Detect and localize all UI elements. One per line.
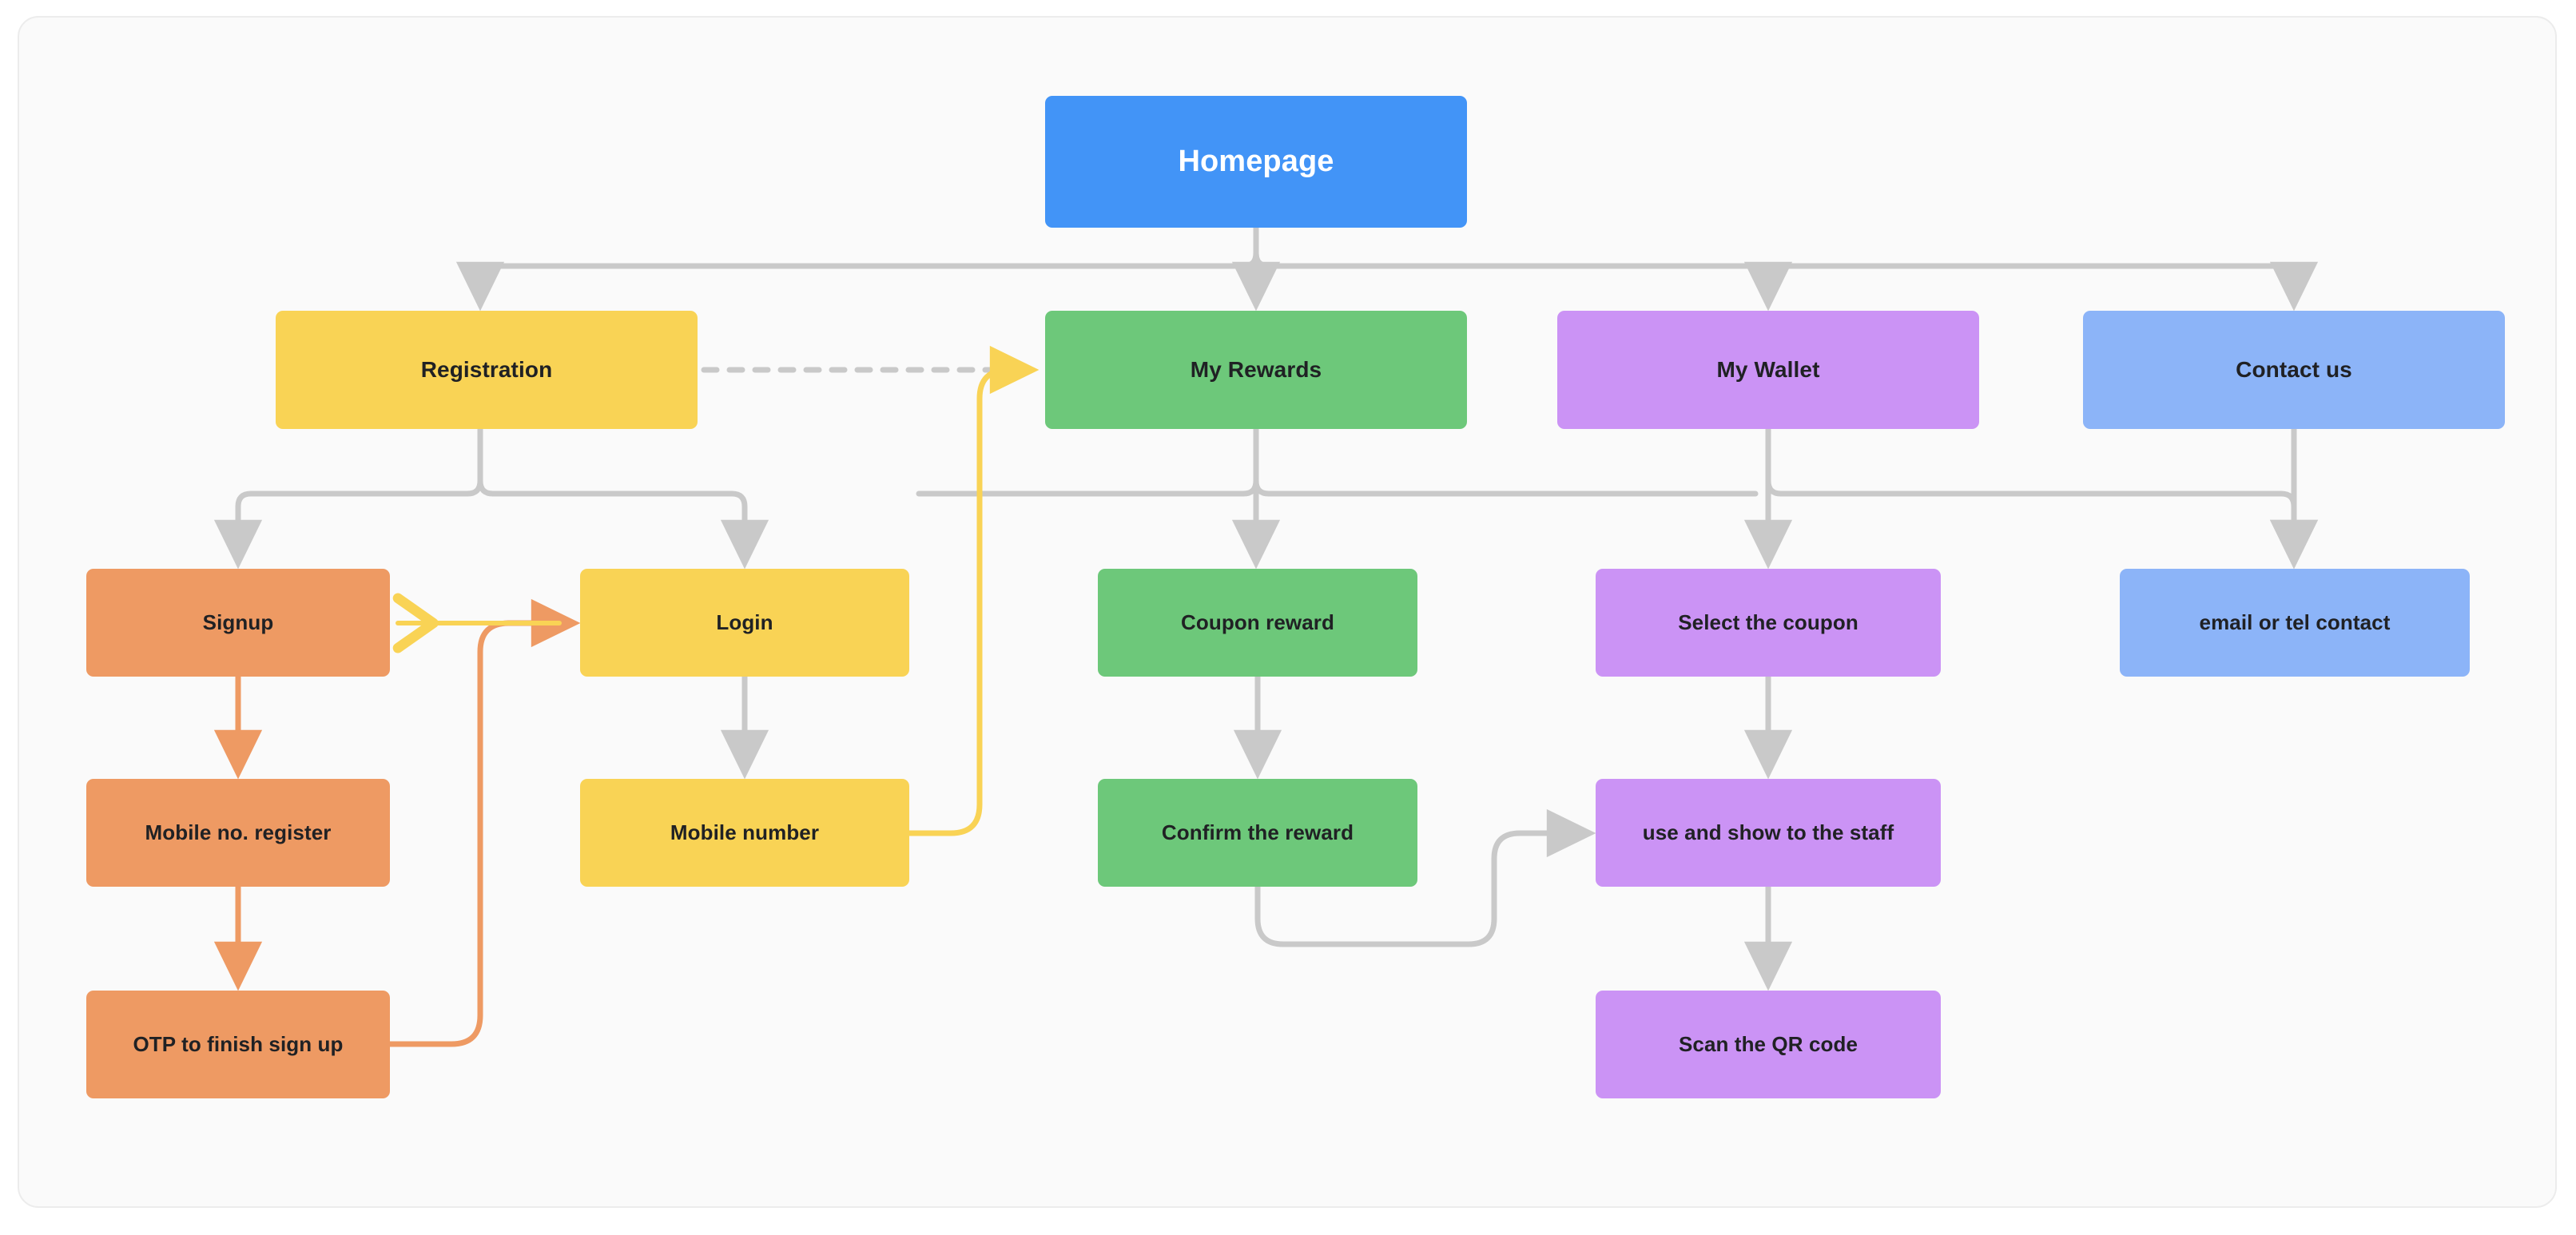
node-coupon_rew[interactable]: Coupon reward (1098, 569, 1417, 677)
node-label: use and show to the staff (1642, 820, 1894, 844)
node-my_wallet[interactable]: My Wallet (1557, 311, 1979, 429)
node-label: OTP to finish sign up (133, 1031, 344, 1056)
node-confirm_rew[interactable]: Confirm the reward (1098, 779, 1417, 887)
node-label: Scan the QR code (1678, 1031, 1858, 1056)
node-otp_finish[interactable]: OTP to finish sign up (86, 991, 390, 1098)
node-email_tel[interactable]: email or tel contact (2120, 569, 2470, 677)
node-use_show[interactable]: use and show to the staff (1596, 779, 1941, 887)
node-mobile_num[interactable]: Mobile number (580, 779, 909, 887)
node-homepage[interactable]: Homepage (1045, 96, 1467, 228)
node-label: Contact us (2236, 357, 2352, 383)
node-label: email or tel contact (2199, 610, 2391, 634)
node-label: Homepage (1178, 144, 1334, 178)
node-label: My Rewards (1190, 357, 1322, 383)
node-registration[interactable]: Registration (276, 311, 698, 429)
node-select_coup[interactable]: Select the coupon (1596, 569, 1941, 677)
node-label: Registration (420, 357, 553, 383)
node-label: Select the coupon (1678, 610, 1858, 634)
node-label: Signup (202, 610, 274, 634)
node-label: Login (716, 610, 773, 634)
node-label: My Wallet (1716, 357, 1820, 383)
node-login[interactable]: Login (580, 569, 909, 677)
node-signup[interactable]: Signup (86, 569, 390, 677)
node-mobile_reg[interactable]: Mobile no. register (86, 779, 390, 887)
node-label: Confirm the reward (1161, 820, 1354, 844)
node-my_rewards[interactable]: My Rewards (1045, 311, 1467, 429)
node-contact_us[interactable]: Contact us (2083, 311, 2505, 429)
node-label: Mobile no. register (145, 820, 332, 844)
node-scan_qr[interactable]: Scan the QR code (1596, 991, 1941, 1098)
node-label: Coupon reward (1181, 610, 1334, 634)
node-label: Mobile number (670, 820, 820, 844)
